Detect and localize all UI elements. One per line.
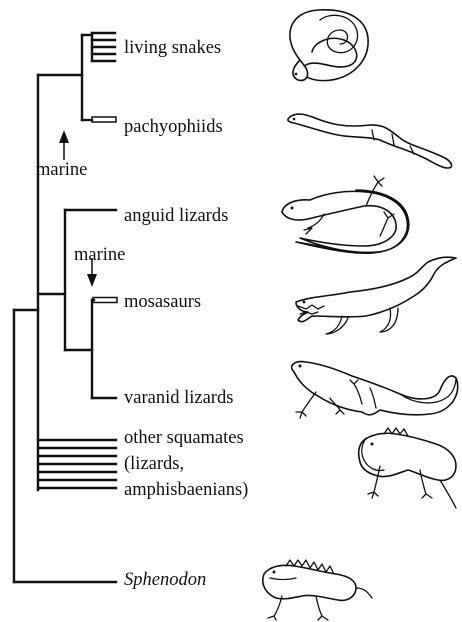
label-marine-upper: marine: [36, 158, 87, 182]
label-other-squamates-3: amphisbaenians): [124, 478, 248, 502]
iguana-icon: [359, 428, 456, 508]
tree-branches: [14, 33, 117, 582]
label-pachyophiids: pachyophiids: [124, 115, 223, 139]
marine-branch-mosasaurs: [93, 298, 117, 303]
label-marine-lower: marine: [74, 243, 125, 267]
label-mosasaurs: mosasaurs: [124, 290, 201, 314]
label-varanid-lizards: varanid lizards: [124, 386, 233, 410]
sphenodon-icon: [263, 560, 372, 620]
label-sphenodon: Sphenodon: [124, 568, 206, 592]
label-living-snakes: living snakes: [124, 36, 221, 60]
label-other-squamates-2: (lizards,: [124, 452, 184, 476]
marine-arrow-up: [59, 130, 69, 160]
label-other-squamates-1: other squamates: [124, 426, 244, 450]
pachyophiid-icon: [288, 114, 452, 168]
label-anguid-lizards: anguid lizards: [124, 204, 228, 228]
anguid-lizard-icon: [282, 176, 409, 253]
varanid-lizard-icon: [292, 362, 458, 418]
mosasaur-icon: [296, 257, 456, 334]
marine-branch-pachyophiids: [92, 117, 116, 122]
snake-icon: [290, 10, 368, 81]
